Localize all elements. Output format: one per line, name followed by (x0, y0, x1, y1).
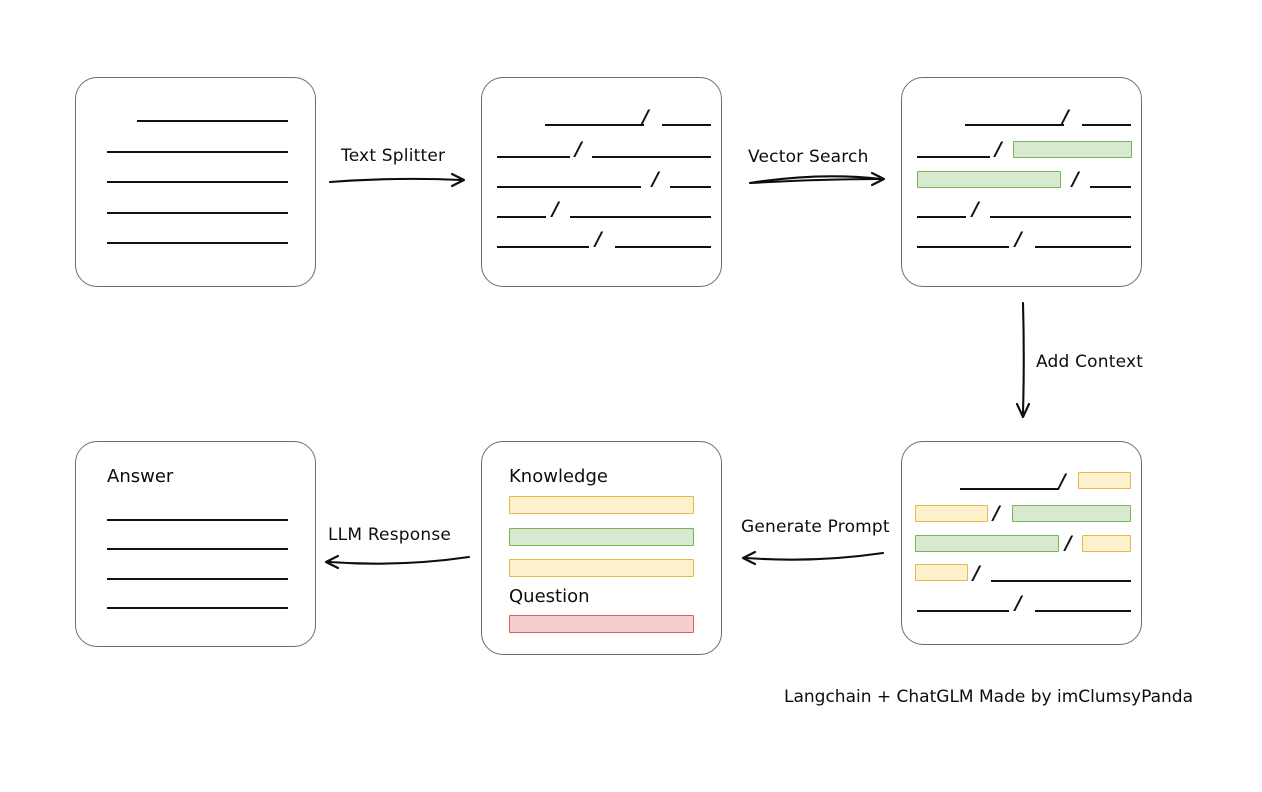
answer-line (107, 607, 288, 609)
chunk-segment (917, 246, 1009, 248)
chunk-separator: / (652, 168, 659, 190)
llm-response-arrow (324, 554, 471, 570)
chunk-segment (497, 156, 570, 158)
chunk-segment (497, 246, 589, 248)
chunk-segment (497, 186, 641, 188)
source-document-box[interactable] (75, 77, 316, 287)
answer-box[interactable]: Answer (75, 441, 316, 647)
chunk-separator: / (575, 138, 582, 160)
arrow-label-text-splitter: Text Splitter (341, 146, 446, 166)
chunk-separator: / (1072, 168, 1079, 190)
chunk-segment (670, 186, 711, 188)
chunk-segment (662, 124, 711, 126)
chunk-segment (497, 216, 546, 218)
chunk-segment (917, 610, 1009, 612)
chunk-segment (615, 246, 711, 248)
answer-title: Answer (107, 466, 174, 487)
chunk-separator: / (993, 502, 1000, 524)
arrow-label-add-context: Add Context (1036, 352, 1144, 372)
arrow-label-vector-search: Vector Search (748, 147, 869, 167)
chunk-separator: / (1015, 228, 1022, 250)
document-line (107, 181, 288, 183)
knowledge-label: Knowledge (509, 466, 608, 487)
context-chunk-green[interactable] (915, 535, 1059, 552)
chunk-segment (592, 156, 711, 158)
chunk-separator: / (995, 138, 1002, 160)
context-chunk-yellow[interactable] (1078, 472, 1131, 489)
knowledge-chunk-yellow[interactable] (509, 559, 694, 577)
arrow-label-generate-prompt: Generate Prompt (741, 517, 890, 537)
vector-search-arrow (748, 171, 886, 187)
chunk-segment (965, 124, 1064, 126)
chunk-segment (570, 216, 711, 218)
document-line (137, 120, 288, 122)
matched-chunk-green[interactable] (917, 171, 1061, 188)
chunk-segment (1035, 610, 1131, 612)
context-chunk-yellow[interactable] (1082, 535, 1131, 552)
document-line (107, 242, 288, 244)
knowledge-chunk-yellow[interactable] (509, 496, 694, 514)
arrow-label-llm-response: LLM Response (328, 525, 452, 545)
text-splitter-arrow (328, 172, 466, 188)
chunk-separator: / (1015, 592, 1022, 614)
chunk-segment (990, 216, 1131, 218)
question-chunk-red[interactable] (509, 615, 694, 633)
document-line (107, 212, 288, 214)
chunk-separator: / (642, 106, 649, 128)
context-chunk-green[interactable] (1012, 505, 1131, 522)
chunk-segment (991, 580, 1131, 582)
chunk-separator: / (595, 228, 602, 250)
chunk-segment (917, 156, 990, 158)
context-chunk-yellow[interactable] (915, 564, 968, 581)
chunk-segment (1090, 186, 1131, 188)
answer-line (107, 519, 288, 521)
answer-line (107, 578, 288, 580)
context-document-box[interactable]: / / / / / (901, 441, 1142, 645)
split-document-box[interactable]: / / / / / (481, 77, 722, 287)
chunk-separator: / (1062, 106, 1069, 128)
context-chunk-yellow[interactable] (915, 505, 988, 522)
footer-credit: Langchain + ChatGLM Made by imClumsyPand… (784, 687, 1193, 707)
add-context-arrow (1015, 301, 1031, 419)
question-label: Question (509, 586, 590, 607)
chunk-separator: / (973, 562, 980, 584)
knowledge-chunk-green[interactable] (509, 528, 694, 546)
answer-line (107, 548, 288, 550)
chunk-segment (1035, 246, 1131, 248)
matched-chunk-green[interactable] (1013, 141, 1132, 158)
matched-document-box[interactable]: / / / / / (901, 77, 1142, 287)
chunk-separator: / (552, 198, 559, 220)
chunk-segment (545, 124, 644, 126)
chunk-segment (1082, 124, 1131, 126)
chunk-separator: / (972, 198, 979, 220)
chunk-separator: / (1065, 532, 1072, 554)
chunk-separator: / (1059, 470, 1066, 492)
generate-prompt-arrow (741, 550, 885, 566)
chunk-segment (960, 488, 1059, 490)
prompt-box[interactable]: Knowledge Question (481, 441, 722, 655)
chunk-segment (917, 216, 966, 218)
document-line (107, 151, 288, 153)
